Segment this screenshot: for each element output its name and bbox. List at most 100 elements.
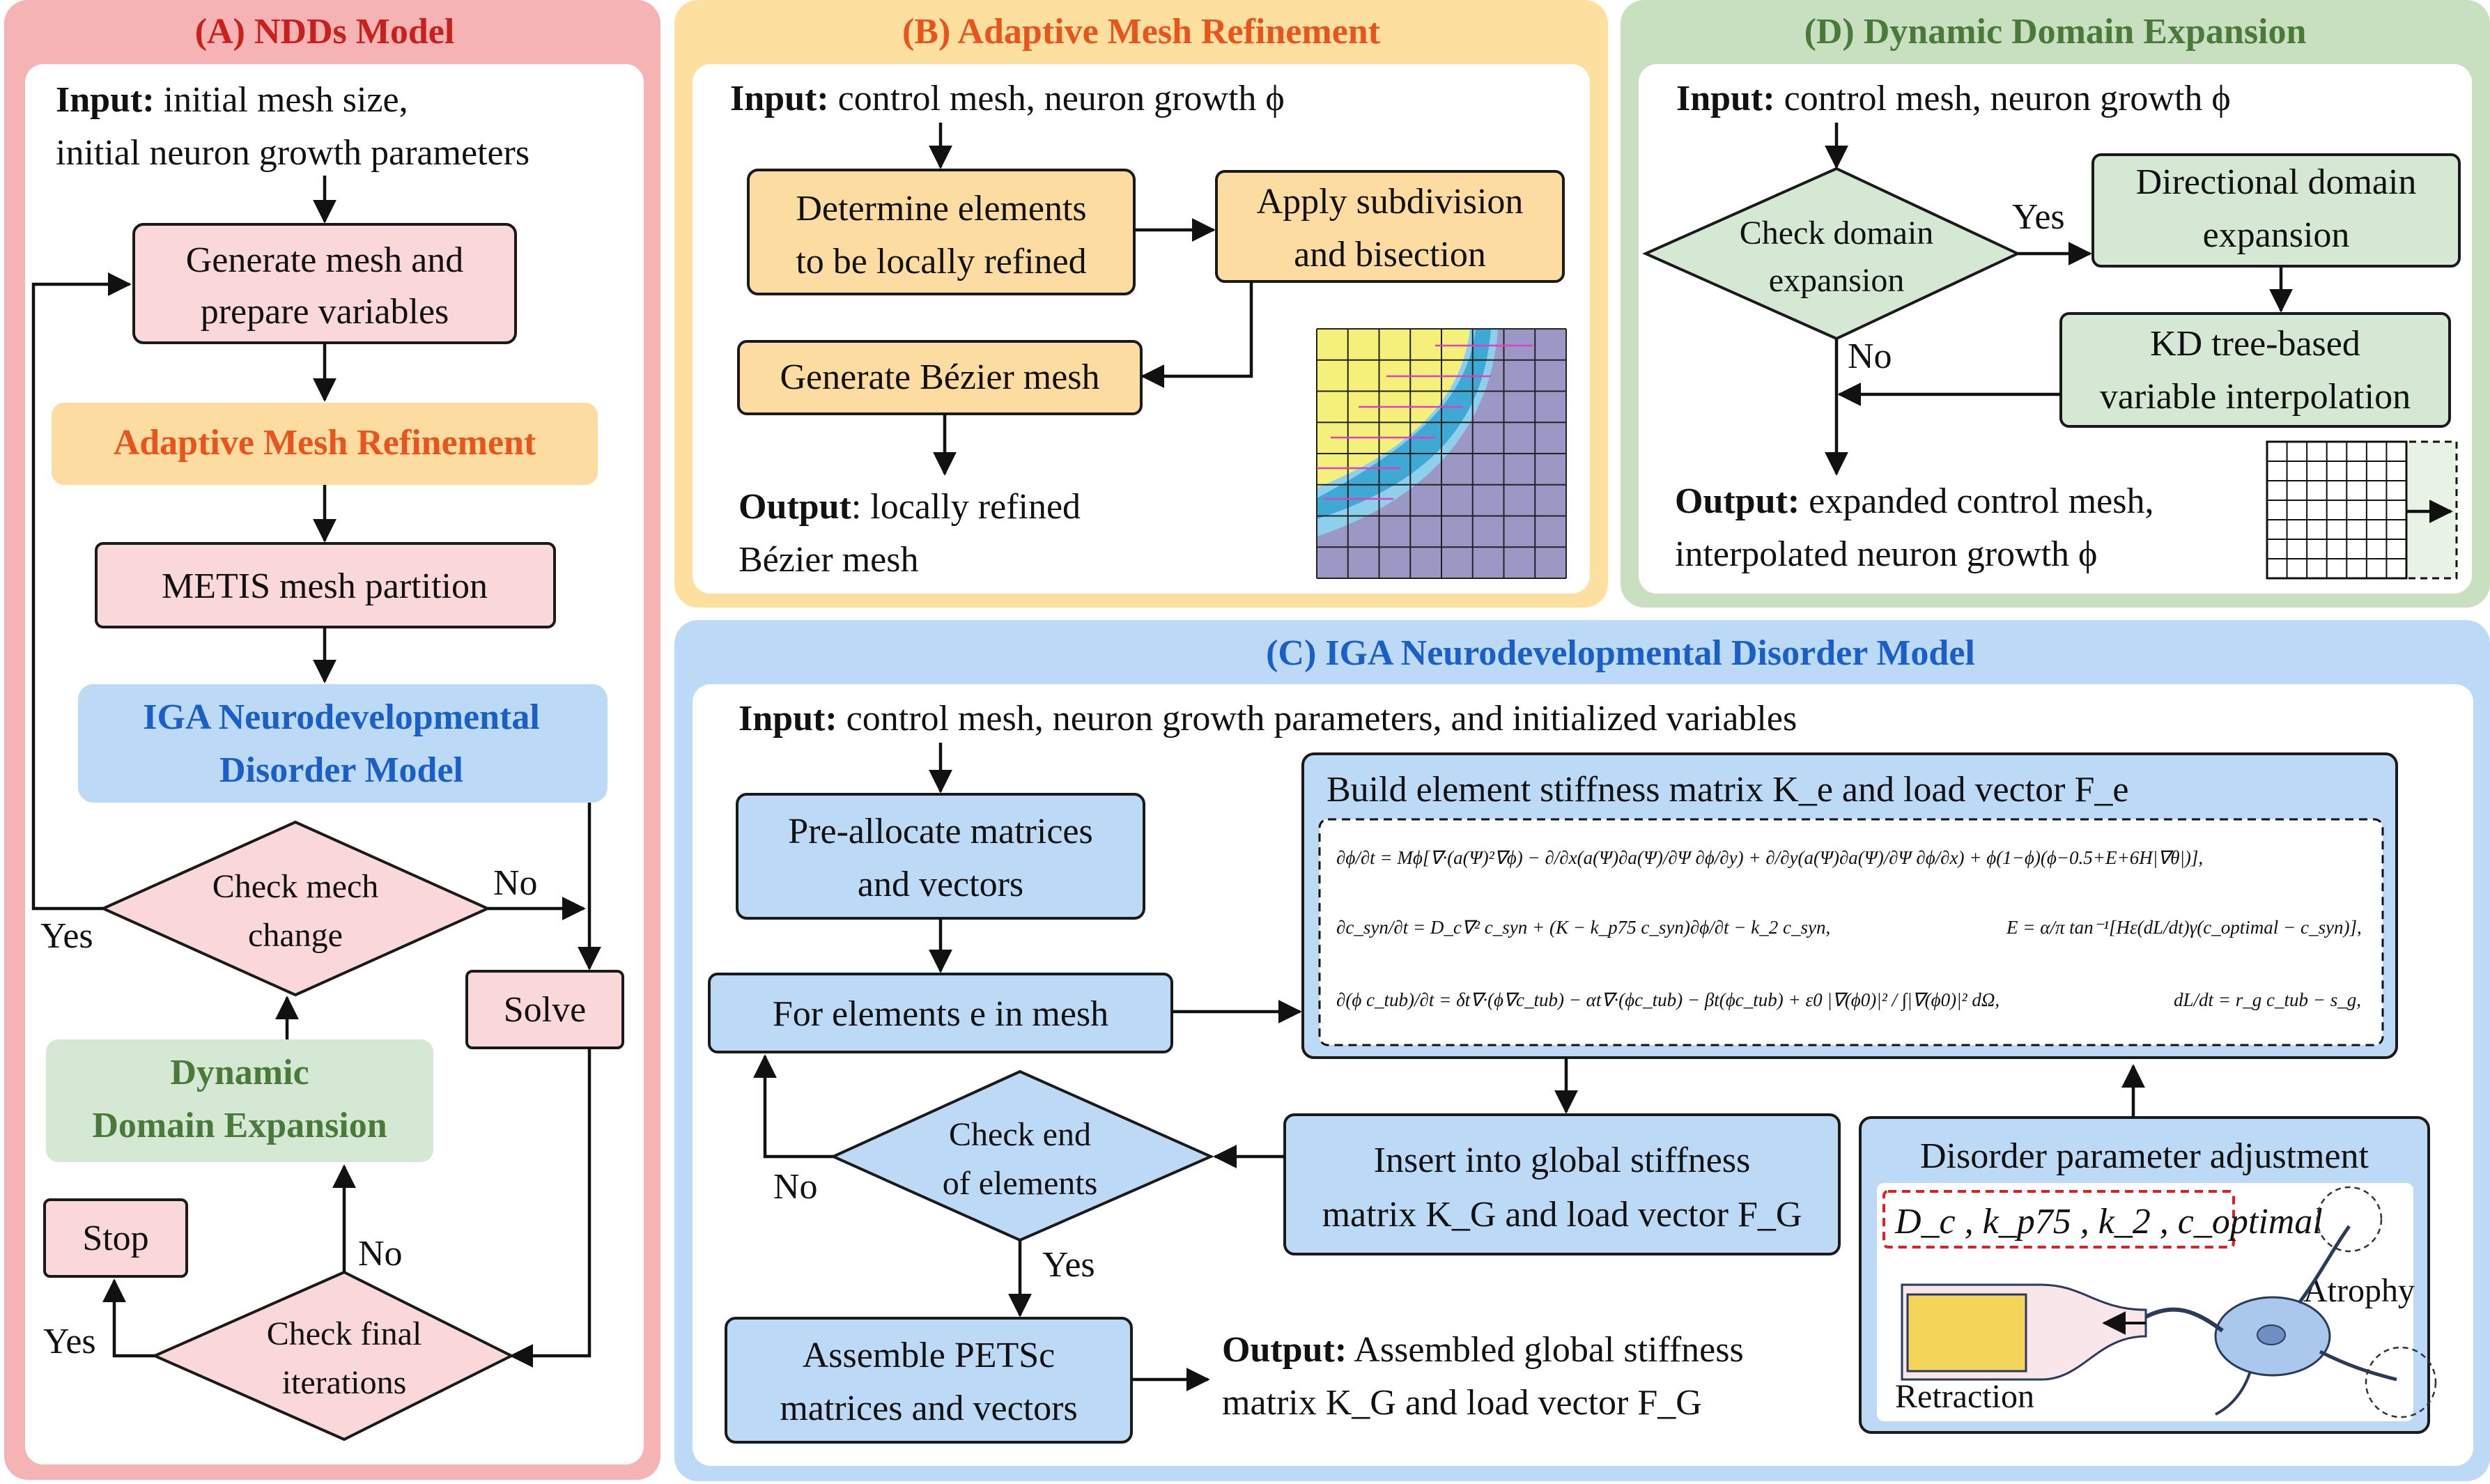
params-dashed-box	[1882, 1190, 2235, 1249]
check-end-no: No	[773, 1167, 818, 1207]
microtubule-bundle	[1906, 1293, 2027, 1373]
atrophy-circle-top	[2316, 1186, 2383, 1253]
apply-line2: and bisection	[1294, 235, 1486, 275]
arrow-b-apply-generate	[1140, 281, 1253, 388]
atrophy-label: Atrophy	[2303, 1272, 2415, 1309]
check-end-line2: of elements	[943, 1165, 1098, 1202]
determine-box	[747, 169, 1136, 295]
neuron-dendrite-top	[2297, 1225, 2351, 1304]
solve-box	[465, 970, 624, 1049]
dde-line2: Domain Expansion	[92, 1106, 387, 1145]
panel-d-input: Input: control mesh, neuron growth ϕ	[1676, 79, 2231, 118]
neuron-dendrite-bottom	[2215, 1370, 2252, 1416]
panel-c-title: (C) IGA Neurodevelopmental Disorder Mode…	[1266, 633, 1975, 673]
panel-a-input-label: Input:	[56, 80, 155, 120]
insert-line1: Insert into global stiffness	[1374, 1141, 1751, 1180]
build-title: Build element stiffness matrix K_e and l…	[1327, 770, 2128, 810]
insert-box	[1283, 1113, 1841, 1255]
panel-c-input: Input: control mesh, neuron growth param…	[739, 699, 1797, 739]
dde-line1: Dynamic	[170, 1053, 309, 1092]
check-mesh-diamond	[100, 820, 491, 997]
equation-driving-force: E = α/π tan⁻¹[Hε(dL/dt)γ(c_optimal − c_s…	[2006, 917, 2362, 938]
panel-c-output: Output: Assembled global stiffness	[1222, 1330, 1744, 1370]
check-domain-no: No	[1848, 337, 1892, 376]
equation-tubulin: ∂(ϕ c_tub)/∂t = δt∇·(ϕ∇c_tub) − αt∇·(ϕc_…	[1336, 989, 2000, 1012]
panel-d-input-label: Input:	[1676, 79, 1775, 118]
generate-mesh-line1: Generate mesh and	[186, 240, 463, 280]
assemble-line1: Assemble PETSc	[803, 1336, 1055, 1375]
check-mesh-line2: change	[248, 917, 343, 954]
neuron-nucleus	[2257, 1324, 2286, 1345]
arrow-c-no-loop	[753, 1054, 833, 1159]
panel-d-output-label: Output:	[1675, 481, 1800, 521]
panel-a-input-line2: initial neuron growth parameters	[56, 133, 529, 173]
kd-line1: KD tree-based	[2150, 324, 2360, 364]
disorder-params: D_c , k_p75 , k_2 , c_optimal	[1894, 1202, 2323, 1242]
panel-b-input-text: control mesh, neuron growth ϕ	[829, 79, 1285, 118]
metis-label: METIS mesh partition	[162, 566, 488, 606]
equation-growth-rate: dL/dt = r_g c_tub − s_g,	[2174, 989, 2361, 1010]
arrow-a-final-stop	[102, 1278, 155, 1358]
solve-label: Solve	[504, 990, 586, 1030]
panel-c-output-line2: matrix K_G and load vector F_G	[1222, 1383, 1702, 1423]
check-final-yes: Yes	[43, 1322, 96, 1361]
neuron-dendrite-left	[2144, 1307, 2224, 1333]
panel-d-output-line2: interpolated neuron growth ϕ	[1675, 534, 2097, 574]
equation-phase-field: ∂ϕ/∂t = Mϕ[∇·(a(Ψ)²∇ϕ) − ∂/∂x(a(Ψ)∂a(Ψ)/…	[1336, 847, 2203, 868]
generate-mesh-line2: prepare variables	[201, 292, 449, 332]
check-mesh-no: No	[493, 863, 538, 903]
atrophy-circle-bottom	[2365, 1346, 2437, 1419]
arrow-a-yes-loop	[31, 272, 132, 911]
retraction-illustration	[1901, 1283, 2147, 1381]
iga-box	[78, 684, 608, 803]
panel-d-output: Output: expanded control mesh,	[1675, 481, 2153, 521]
insert-line2: matrix K_G and load vector F_G	[1322, 1195, 1802, 1235]
assemble-line2: matrices and vectors	[780, 1389, 1077, 1428]
iga-line2: Disorder Model	[219, 750, 463, 790]
check-final-diamond	[151, 1270, 515, 1442]
panel-b-output-line1: : locally refined	[851, 487, 1081, 527]
kd-line2: variable interpolation	[2100, 377, 2411, 417]
directional-line2: expansion	[2203, 215, 2350, 255]
check-mesh-line1: Check mech	[212, 868, 379, 905]
neuron-dendrite-right	[2319, 1350, 2397, 1382]
check-domain-line2: expansion	[1769, 262, 1905, 299]
panel-d-input-text: control mesh, neuron growth ϕ	[1775, 79, 2231, 118]
check-domain-yes: Yes	[2012, 197, 2065, 237]
panel-b-output-line2: Bézier mesh	[739, 540, 918, 580]
panel-c: (C) IGA Neurodevelopmental Disorder Mode…	[674, 620, 2490, 1481]
equation-synaptogenesis: ∂c_syn/∂t = D_c∇² c_syn + (K − k_p75 c_s…	[1336, 917, 1830, 938]
panel-d-output-line1: expanded control mesh,	[1800, 481, 2153, 521]
prealloc-line2: and vectors	[858, 865, 1023, 904]
generate-bezier-box	[737, 340, 1143, 415]
panel-b-input: Input: control mesh, neuron growth ϕ	[730, 79, 1285, 118]
dde-box	[46, 1039, 433, 1162]
iga-line1: IGA Neurodevelopmental	[143, 697, 540, 737]
check-domain-line1: Check domain	[1740, 215, 1934, 252]
panel-b-input-label: Input:	[730, 79, 829, 118]
determine-line1: Determine elements	[796, 189, 1086, 229]
refined-mesh-illustration	[1316, 328, 1567, 579]
equations-box	[1318, 818, 2384, 1046]
panel-c-input-text: control mesh, neuron growth parameters, …	[837, 699, 1797, 739]
panel-b-output: Output: locally refined	[739, 487, 1081, 527]
panel-a: (A) NDDs Model Input: initial mesh size,…	[4, 0, 660, 1480]
check-final-no: No	[358, 1234, 403, 1274]
panel-d-title: (D) Dynamic Domain Expansion	[1804, 12, 2307, 52]
apply-line1: Apply subdivision	[1257, 182, 1524, 222]
panel-a-input: Input: initial mesh size,	[56, 80, 408, 120]
prealloc-line1: Pre-allocate matrices	[788, 812, 1092, 851]
panel-c-output-label: Output:	[1222, 1330, 1347, 1370]
check-end-yes: Yes	[1042, 1245, 1095, 1285]
determine-line2: to be locally refined	[796, 242, 1086, 281]
panel-b: (B) Adaptive Mesh Refinement Input: cont…	[674, 0, 1608, 608]
panel-d: (D) Dynamic Domain Expansion Input: cont…	[1621, 0, 2490, 608]
stop-box	[43, 1198, 188, 1278]
panel-b-title: (B) Adaptive Mesh Refinement	[902, 12, 1381, 52]
check-final-line2: iterations	[282, 1364, 407, 1401]
panel-a-input-line1: initial mesh size,	[155, 80, 408, 120]
directional-box	[2091, 153, 2461, 268]
kd-box	[2059, 312, 2451, 428]
mesh-yellow-region	[1317, 329, 1470, 488]
